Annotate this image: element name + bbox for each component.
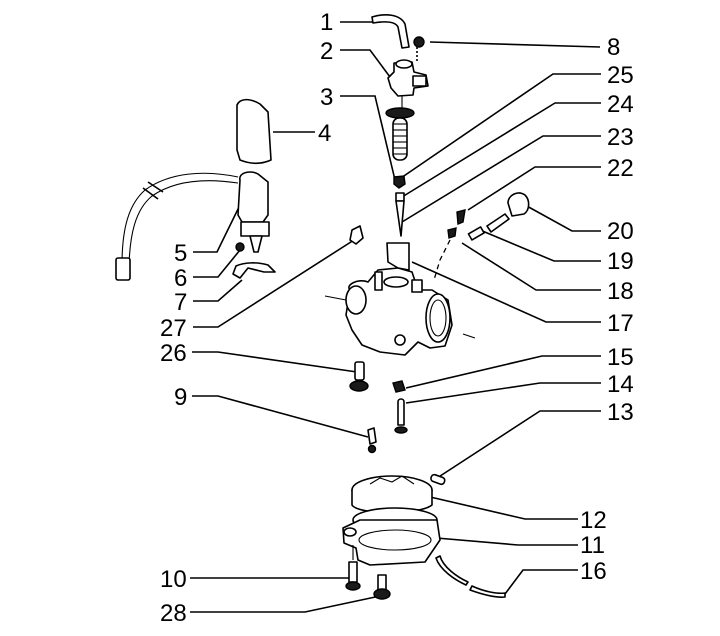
drain-screw-part <box>349 361 369 392</box>
callout-8: 8 <box>607 34 620 61</box>
float-bowl-part <box>342 507 441 566</box>
callout-16: 16 <box>580 558 607 585</box>
callout-19: 19 <box>607 248 634 275</box>
leader-28 <box>190 595 381 613</box>
leader-5 <box>193 204 241 253</box>
callout-4: 4 <box>318 120 331 147</box>
leader-22 <box>467 166 601 211</box>
leader-7 <box>193 279 243 302</box>
needle-clip-part <box>395 192 405 202</box>
leader-13 <box>433 410 601 481</box>
leader-19 <box>479 229 601 262</box>
leader-8 <box>429 41 601 48</box>
leader-18 <box>461 242 601 291</box>
leader-25 <box>397 73 601 181</box>
callout-28: 28 <box>160 600 187 627</box>
callout-7: 7 <box>174 289 187 316</box>
callout-1: 1 <box>320 9 333 36</box>
callout-26: 26 <box>160 340 187 367</box>
small-cap-part <box>349 225 364 245</box>
leader-17 <box>411 261 601 323</box>
callout-12: 12 <box>580 507 607 534</box>
callout-10: 10 <box>160 566 187 593</box>
spring-part <box>385 107 415 161</box>
float-pin-part <box>430 473 446 486</box>
callout-3: 3 <box>320 84 333 111</box>
leader-14 <box>405 382 601 404</box>
retainer-part <box>393 175 406 189</box>
leader-11 <box>412 535 578 546</box>
leader-26 <box>192 351 358 373</box>
callout-25: 25 <box>607 62 634 89</box>
fuel-hose-part <box>371 14 410 49</box>
jet-needle-part <box>395 200 405 237</box>
float-part <box>351 475 433 514</box>
leader-23 <box>401 135 601 223</box>
callout-13: 13 <box>607 399 634 426</box>
callout-23: 23 <box>607 124 634 151</box>
throttle-slide-part <box>386 242 410 271</box>
callout-5: 5 <box>174 240 187 267</box>
leader-20 <box>524 204 601 232</box>
carburetor-body-part <box>324 267 476 356</box>
callout-labels: 1 2 3 4 5 6 7 8 25 24 23 22 20 19 18 17 … <box>160 9 634 627</box>
leader-16 <box>504 569 578 595</box>
auto-choke-part <box>115 171 270 281</box>
leader-3 <box>340 95 396 181</box>
choke-cap-part <box>236 98 272 165</box>
bowl-screw-part <box>345 545 361 591</box>
callout-15: 15 <box>607 344 634 371</box>
bowl-drain-screw-part <box>373 574 391 600</box>
callout-11: 11 <box>580 532 605 559</box>
callout-17: 17 <box>607 310 634 337</box>
idle-jet-part <box>367 427 377 454</box>
needle-valve-part <box>394 398 408 434</box>
callout-27: 27 <box>160 315 187 342</box>
choke-screw-part <box>235 242 245 252</box>
leader-24 <box>401 102 601 198</box>
leader-12 <box>412 492 578 520</box>
callout-22: 22 <box>607 155 634 182</box>
leader-15 <box>405 355 601 389</box>
callout-2: 2 <box>320 38 333 65</box>
leader-2 <box>340 49 391 78</box>
callout-24: 24 <box>607 91 634 118</box>
drain-tube-part <box>435 555 506 598</box>
top-cover-part <box>387 59 429 108</box>
choke-clamp-part <box>232 262 276 279</box>
leader-6 <box>193 249 241 278</box>
callout-9: 9 <box>174 384 187 411</box>
callout-20: 20 <box>607 218 634 245</box>
callout-6: 6 <box>174 265 187 292</box>
cover-screw-part <box>413 36 425 62</box>
parts <box>115 14 530 600</box>
leader-lines <box>190 14 601 613</box>
adjuster-screws-part <box>433 192 530 281</box>
leader-9 <box>192 395 369 438</box>
main-jet-part <box>392 380 406 393</box>
leader-27 <box>193 239 355 328</box>
callout-14: 14 <box>607 371 634 398</box>
callout-18: 18 <box>607 278 634 305</box>
